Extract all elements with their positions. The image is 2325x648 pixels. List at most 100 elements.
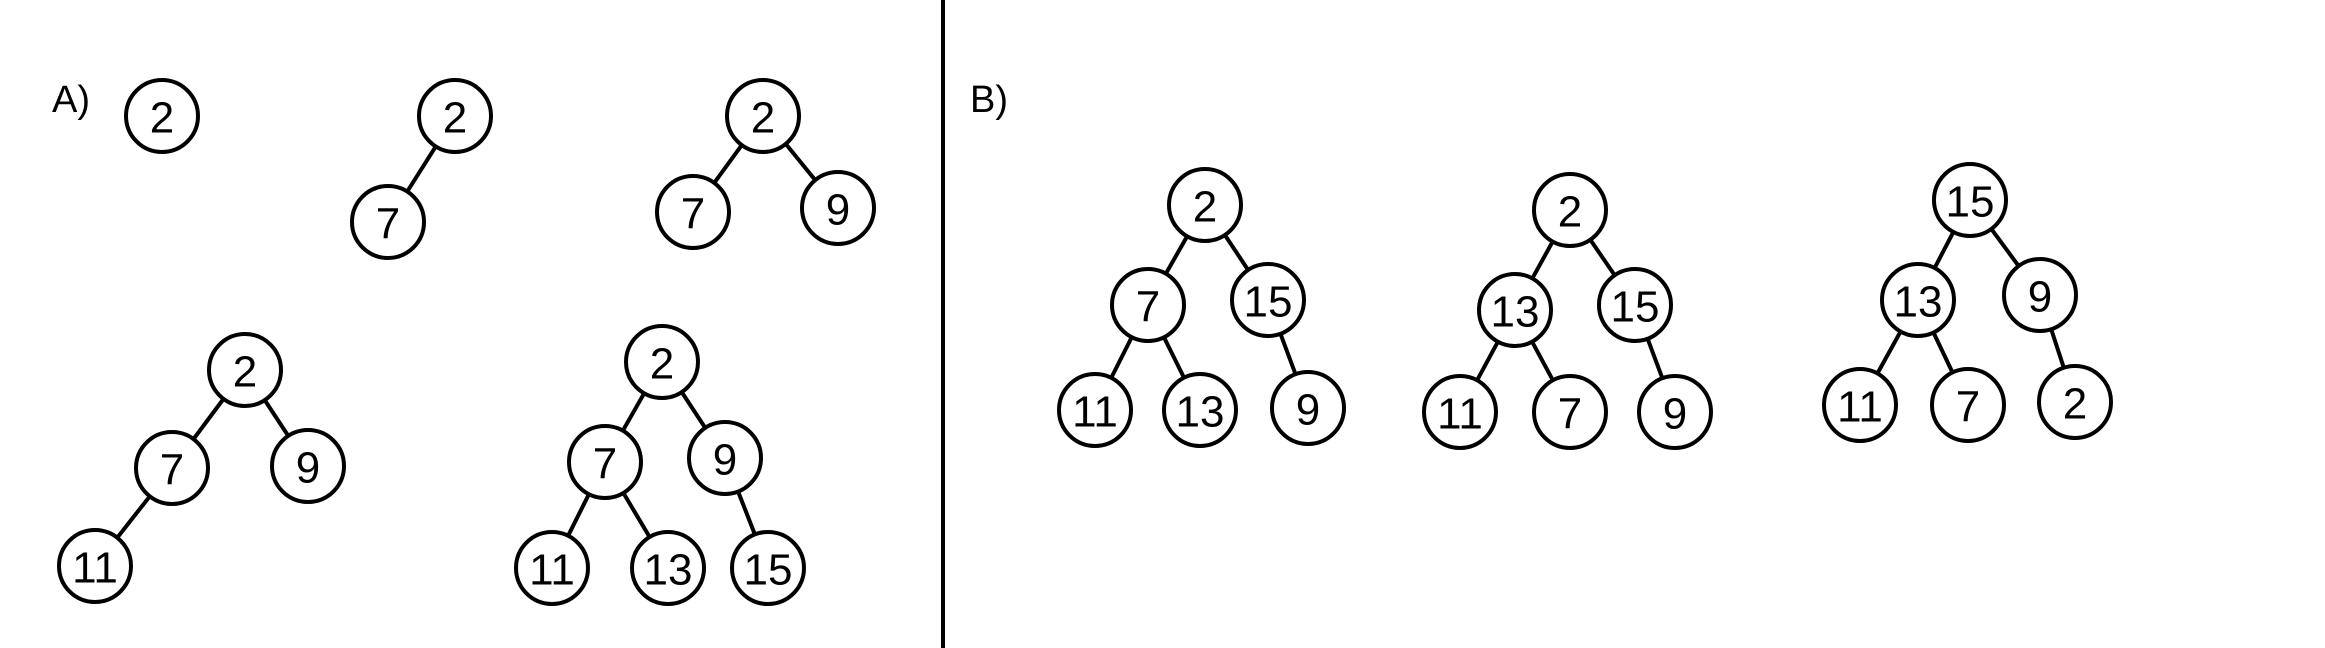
tree-edge xyxy=(115,495,152,539)
tree-node: 15 xyxy=(1597,267,1673,343)
node-circle xyxy=(725,78,801,154)
node-value: 13 xyxy=(1176,388,1225,437)
tree-b-3: 15 13 9 11 7 2 xyxy=(1822,162,2113,443)
node-circle xyxy=(800,170,876,246)
node-value: 9 xyxy=(1296,386,1320,435)
node-circle xyxy=(624,324,700,400)
tree-a-1: 2 xyxy=(124,78,200,154)
tree-node: 9 xyxy=(687,420,763,496)
node-value: 15 xyxy=(1611,283,1660,332)
node-circle xyxy=(1532,172,1608,248)
node-value: 7 xyxy=(160,446,184,495)
node-circle xyxy=(1167,167,1243,243)
node-value: 2 xyxy=(443,94,467,143)
node-value: 2 xyxy=(150,94,174,143)
tree-edge xyxy=(621,491,652,539)
tree-node: 9 xyxy=(2002,257,2078,333)
tree-node: 2 xyxy=(1532,172,1608,248)
node-circle xyxy=(1930,367,2006,443)
tree-edge xyxy=(1588,238,1617,277)
tree-edge xyxy=(191,397,226,441)
node-circle xyxy=(687,420,763,496)
tree-a-2: 27 xyxy=(350,78,493,260)
node-value: 11 xyxy=(1437,390,1483,439)
node-circle xyxy=(567,424,643,500)
node-value: 15 xyxy=(1946,178,1995,227)
node-value: 13 xyxy=(1491,288,1540,337)
node-value: 11 xyxy=(72,544,118,593)
tree-edge xyxy=(1164,235,1189,275)
tree-node: 7 xyxy=(1110,267,1186,343)
node-value: 15 xyxy=(1244,278,1293,327)
node-circle xyxy=(1477,272,1553,348)
tree-node: 15 xyxy=(1932,162,2008,238)
tree-node: 9 xyxy=(800,170,876,246)
node-value: 11 xyxy=(1837,383,1883,432)
node-value: 2 xyxy=(751,94,775,143)
node-value: 2 xyxy=(2063,380,2087,429)
node-value: 2 xyxy=(650,340,674,389)
node-circle xyxy=(1230,262,1306,338)
node-circle xyxy=(2002,257,2078,333)
tree-edge xyxy=(712,143,744,185)
tree-node: 2 xyxy=(624,324,700,400)
node-value: 9 xyxy=(1663,390,1687,439)
tree-edge xyxy=(680,391,707,429)
tree-edge xyxy=(1475,340,1500,382)
tree-edge xyxy=(1931,331,1955,374)
tree-edge xyxy=(1645,338,1665,379)
tree-node: 7 xyxy=(567,424,643,500)
tree-node: 13 xyxy=(630,530,706,606)
node-circle xyxy=(1880,262,1956,338)
node-value: 7 xyxy=(1956,383,1980,432)
node-circle xyxy=(124,78,200,154)
node-value: 9 xyxy=(2028,273,2052,322)
tree-node: 2 xyxy=(207,332,283,408)
node-value: 7 xyxy=(593,440,617,489)
node-value: 15 xyxy=(744,546,793,595)
tree-edge xyxy=(1989,227,2021,268)
tree-node: 9 xyxy=(1637,374,1713,450)
node-circle xyxy=(350,184,426,260)
tree-a-3: 27 9 xyxy=(655,78,876,250)
tree-edge xyxy=(566,493,591,537)
tree-node: 7 xyxy=(134,430,210,506)
tree-edge xyxy=(736,490,757,536)
node-circle xyxy=(1597,267,1673,343)
tree-edge xyxy=(784,142,817,182)
tree-node: 11 xyxy=(1822,367,1898,443)
node-circle xyxy=(514,530,590,606)
tree-node: 11 xyxy=(57,528,133,604)
tree-node: 15 xyxy=(730,530,806,606)
node-circle xyxy=(1110,267,1186,343)
tree-node: 2 xyxy=(417,78,493,154)
tree-edge xyxy=(621,392,646,432)
node-value: 7 xyxy=(681,190,705,239)
node-circle xyxy=(207,332,283,408)
node-circle xyxy=(1422,374,1498,450)
tree-edge xyxy=(1109,336,1134,379)
node-circle xyxy=(1932,162,2008,238)
node-circle xyxy=(417,78,493,154)
node-value: 13 xyxy=(644,546,693,595)
node-circle xyxy=(57,528,133,604)
node-circle xyxy=(1162,372,1238,448)
tree-node: 13 xyxy=(1880,262,1956,338)
panel-b-label: B) xyxy=(970,79,1008,121)
node-circle xyxy=(1057,372,1133,448)
node-value: 2 xyxy=(233,348,257,397)
tree-node: 7 xyxy=(1930,367,2006,443)
tree-node: 2 xyxy=(2037,364,2113,440)
node-circle xyxy=(655,174,731,250)
node-value: 9 xyxy=(713,436,737,485)
tree-edge xyxy=(1530,240,1555,280)
node-value: 11 xyxy=(1072,388,1118,437)
tree-node: 15 xyxy=(1230,262,1306,338)
node-circle xyxy=(2037,364,2113,440)
tree-edge xyxy=(1278,333,1298,375)
